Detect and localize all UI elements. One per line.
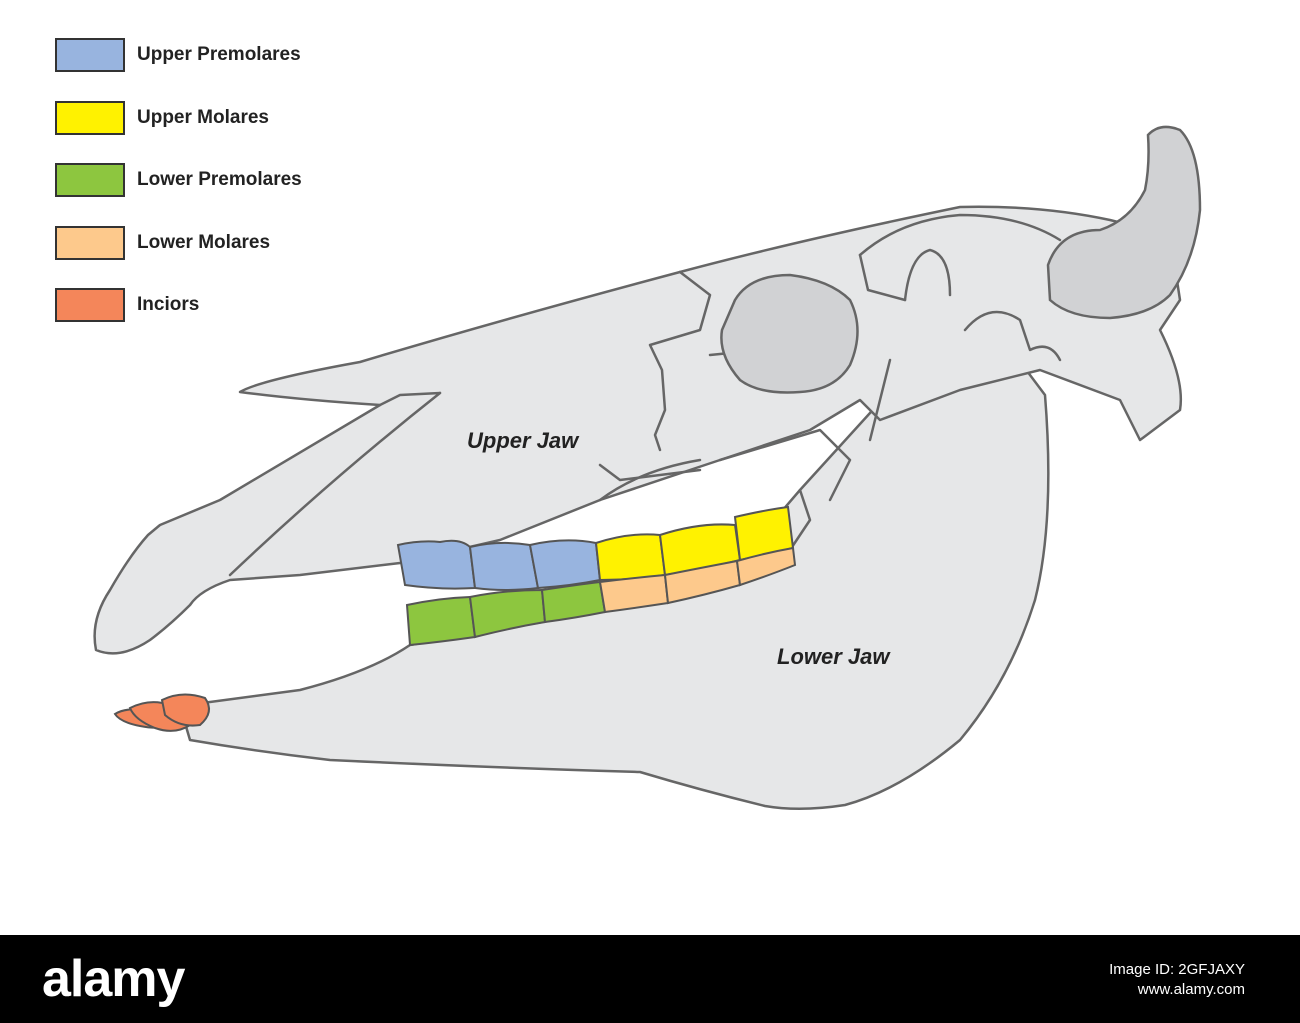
legend-label: Upper Molares (137, 107, 269, 128)
legend-label: Inciors (137, 294, 200, 315)
legend-item-upper-premolares: Upper Premolares (55, 38, 375, 74)
upper-premolar-3 (528, 539, 602, 590)
legend-item-lower-premolares: Lower Premolares (55, 163, 375, 199)
skull-diagram (93, 125, 1202, 811)
orbit (720, 273, 859, 394)
upper-jaw-label: Upper Jaw (467, 428, 579, 453)
legend-swatch (55, 38, 125, 72)
upper-molar-1 (594, 533, 667, 582)
brand-logo: alamy (42, 950, 185, 1008)
image-info: Image ID: 2GFJAXY www.alamy.com (1109, 960, 1245, 1000)
legend-item-upper-molares: Upper Molares (55, 101, 375, 137)
site-link[interactable]: www.alamy.com (1137, 981, 1245, 998)
legend-swatch (55, 101, 125, 135)
legend-label: Lower Premolares (137, 169, 302, 190)
legend-swatch (55, 163, 125, 197)
legend-swatch (55, 288, 125, 322)
horn (1046, 125, 1202, 320)
image-id: Image ID: 2GFJAXY (1109, 961, 1245, 978)
lower-jaw-label: Lower Jaw (777, 644, 890, 669)
lower-jaw-bone (178, 333, 1050, 811)
incisor-3 (160, 693, 210, 727)
upper-premolar-2 (468, 541, 540, 591)
legend-swatch (55, 226, 125, 260)
lower-molar-3 (735, 546, 797, 587)
legend-item-lower-molares: Lower Molares (55, 226, 375, 262)
lower-premolar-1 (405, 595, 477, 647)
upper-skull-bone (93, 205, 1183, 655)
upper-premolar-1 (396, 539, 477, 590)
legend-label: Upper Premolares (137, 44, 301, 65)
incisor-2 (128, 701, 192, 732)
legend-item-inciors: Inciors (55, 288, 375, 324)
footer-bar: alamy Image ID: 2GFJAXY www.alamy.com (0, 935, 1300, 1023)
legend-label: Lower Molares (137, 232, 271, 253)
